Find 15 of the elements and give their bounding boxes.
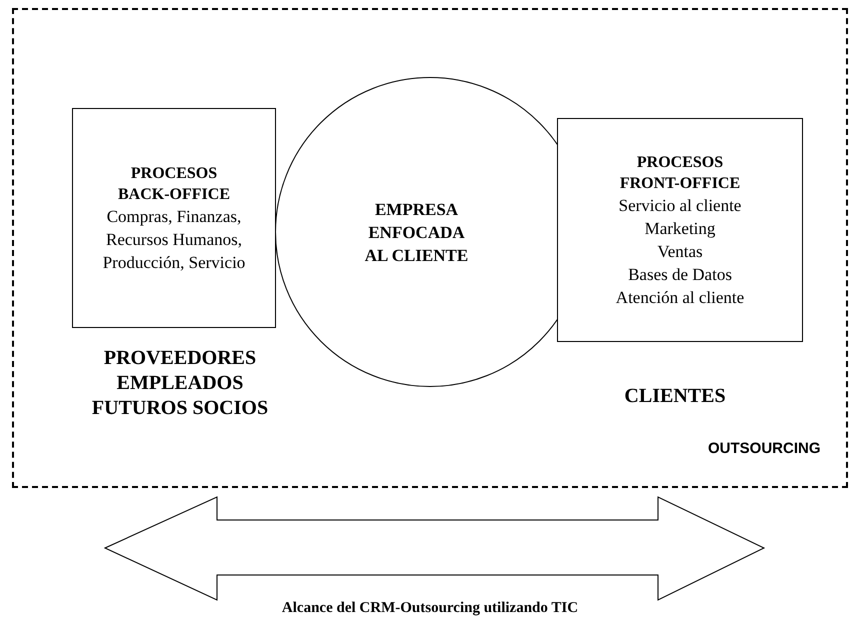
stakeholder-label: CLIENTES bbox=[623, 384, 727, 409]
box-heading: PROCESOS BACK-OFFICE bbox=[117, 164, 231, 204]
boundary-label: OUTSOURCING bbox=[708, 440, 820, 457]
box-body-text: Bases de Datos bbox=[627, 264, 733, 286]
box-body-text: Ventas bbox=[656, 240, 704, 262]
caption: Alcance del CRM-Outsourcing utilizando TIC bbox=[280, 600, 580, 617]
box-body-text: Compras, Finanzas, Recursos Humanos, Producción, Servicio bbox=[102, 206, 246, 274]
box-body-text: Marketing bbox=[644, 218, 716, 240]
box-body-text: Atención al cliente bbox=[614, 286, 746, 308]
stakeholder-label: PROVEEDORES EMPLEADOS FUTUROS SOCIOS bbox=[90, 346, 270, 421]
process-box bbox=[72, 108, 276, 328]
box-body-text: Servicio al cliente bbox=[618, 194, 742, 216]
box-heading: PROCESOS FRONT-OFFICE bbox=[618, 152, 742, 194]
circle-label: EMPRESA ENFOCADA AL CLIENTE bbox=[364, 198, 470, 266]
process-box bbox=[557, 118, 803, 342]
